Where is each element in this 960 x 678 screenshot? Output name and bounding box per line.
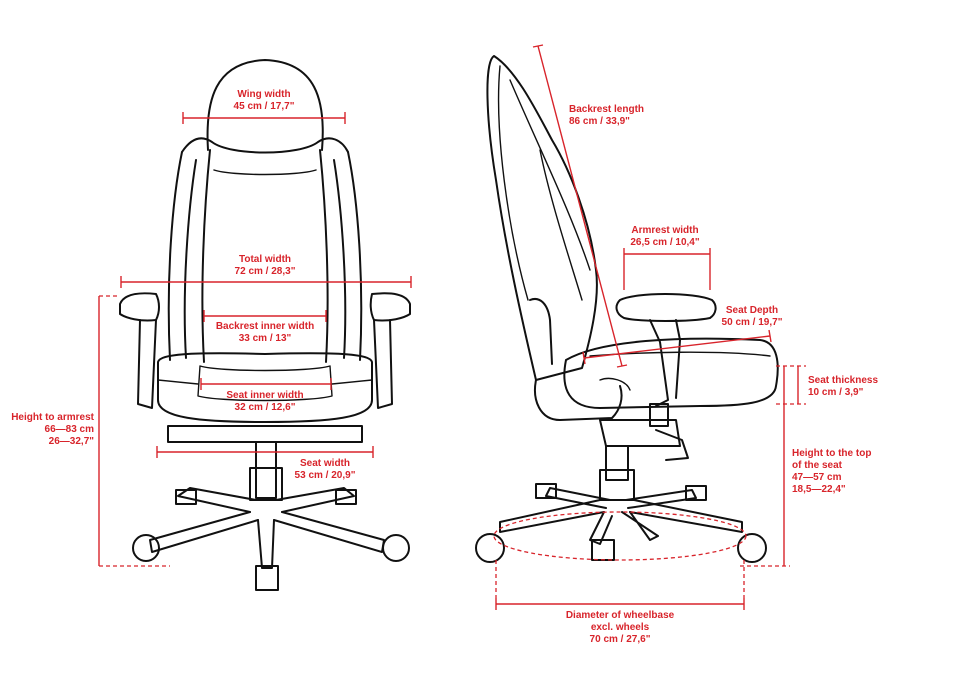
backrest-inner-width-label: Backrest inner width: [216, 321, 314, 332]
armrest-width-label: Armrest width: [631, 225, 698, 236]
height-to-armrest-value-in: 26—32,7": [49, 436, 95, 447]
wheelbase-label-1: Diameter of wheelbase: [566, 610, 675, 621]
side-view-dimensions: [493, 44, 806, 610]
front-view-dimensions: [98, 112, 412, 567]
backrest-inner-width-value: 33 cm / 13": [239, 333, 292, 344]
front-view-labels: Wing width 45 cm / 17,7" Total width 72 …: [11, 89, 355, 481]
wheelbase-value: 70 cm / 27,6": [590, 634, 651, 645]
height-to-seat-top-label-1: Height to the top: [792, 448, 871, 459]
wheelbase-label-2: excl. wheels: [591, 622, 650, 633]
seat-thickness-label: Seat thickness: [808, 375, 878, 386]
seat-width-value: 53 cm / 20,9": [295, 470, 356, 481]
seat-inner-width-label: Seat inner width: [226, 390, 303, 401]
seat-depth-value: 50 cm / 19,7": [722, 317, 783, 328]
wing-width-value: 45 cm / 17,7": [234, 101, 295, 112]
backrest-length-value: 86 cm / 33,9": [569, 116, 630, 127]
total-width-label: Total width: [239, 254, 291, 265]
seat-thickness-value: 10 cm / 3,9": [808, 387, 864, 398]
total-width-value: 72 cm / 28,3": [235, 266, 296, 277]
height-to-seat-top-value-cm: 47—57 cm: [792, 472, 842, 483]
side-view-labels: Backrest length 86 cm / 33,9" Armrest wi…: [566, 104, 879, 645]
armrest-width-value: 26,5 cm / 10,4": [630, 237, 699, 248]
wing-width-label: Wing width: [237, 89, 290, 100]
seat-inner-width-value: 32 cm / 12,6": [235, 402, 296, 413]
backrest-length-label: Backrest length: [569, 104, 644, 115]
seat-width-label: Seat width: [300, 458, 350, 469]
height-to-seat-top-label-2: of the seat: [792, 460, 843, 471]
front-view-chair: [119, 59, 411, 591]
seat-depth-label: Seat Depth: [726, 305, 778, 316]
height-to-seat-top-value-in: 18,5—22,4": [792, 484, 846, 495]
height-to-armrest-label: Height to armrest: [11, 412, 94, 423]
side-view-chair: [475, 55, 779, 563]
height-to-armrest-value-cm: 66—83 cm: [45, 424, 95, 435]
